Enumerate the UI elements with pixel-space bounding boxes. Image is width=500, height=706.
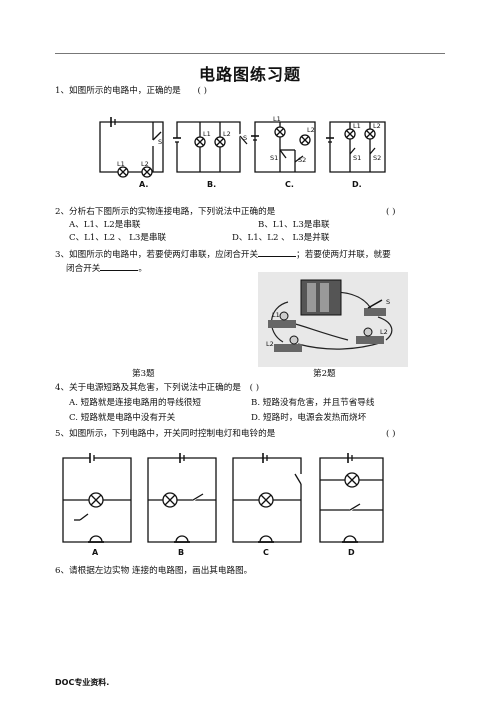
svg-text:L2: L2: [266, 340, 274, 348]
figure-3-caption: 第3题: [132, 369, 155, 379]
svg-text:S: S: [243, 134, 247, 142]
svg-text:A.: A.: [139, 180, 148, 189]
question-5-text: 5、如图所示，下列电路中，开关同时控制电灯和电铃的是: [55, 429, 276, 439]
question-3-line-2: 闭合开关 。: [66, 262, 147, 275]
svg-text:C: C: [263, 548, 269, 557]
physical-circuit-photo: L1 L2 L2 S: [258, 272, 408, 367]
svg-text:S1: S1: [353, 154, 361, 162]
q4-option-d: D. 短路时，电源会发热而烧坏: [251, 413, 367, 423]
question-2-text: 2、分析右下图所示的实物连接电路，下列说法中正确的是: [55, 207, 276, 217]
question-3-line-1: 3、如图所示的电路中，若要使两灯串联，应闭合开关 ；若要使两灯并联，就要: [55, 248, 391, 261]
question-2: 2、分析右下图所示的实物连接电路，下列说法中正确的是: [55, 207, 275, 218]
question-1: 1、如图所示的电路中，正确的是 ( ): [55, 86, 207, 97]
q5-circuit-d: [319, 453, 384, 543]
svg-text:B.: B.: [207, 180, 216, 189]
circuit-b: [173, 121, 248, 173]
q3-text-c: 闭合开关: [66, 264, 101, 274]
circuit-d: [326, 121, 386, 173]
question-1-paren: ( ): [197, 86, 207, 96]
question-4-paren: ( ): [249, 383, 260, 393]
svg-text:S1: S1: [270, 154, 278, 162]
svg-text:L2: L2: [307, 126, 315, 134]
q1-circuit-figure: S L1 L2 L1 L2 S L1 L2 S1 S2 L1 L2 S1 S2 …: [99, 115, 386, 189]
svg-text:L2: L2: [223, 130, 231, 138]
svg-text:L2: L2: [141, 160, 149, 168]
q3-blank-parallel[interactable]: [100, 262, 139, 271]
q3-text-a: 3、如图所示的电路中，若要使两灯串联，应闭合开关: [55, 250, 259, 260]
q2-option-c: C、L1、L2 、 L3是串联: [69, 233, 167, 243]
q5-circuit-c: [232, 453, 303, 543]
q3-text-b: ；若要使两灯并联，就要: [296, 250, 391, 260]
question-5-paren: ( ): [386, 429, 396, 439]
svg-text:S2: S2: [373, 154, 381, 162]
figure-2-caption: 第2题: [313, 369, 336, 379]
q2-option-b: B、L1、L3是串联: [258, 220, 330, 230]
svg-text:L2: L2: [380, 328, 388, 336]
question-5: 5、如图所示，下列电路中，开关同时控制电灯和电铃的是: [55, 429, 275, 440]
svg-text:S: S: [386, 298, 390, 306]
q4-option-c: C. 短路就是电路中没有开关: [69, 413, 176, 423]
q2-option-d: D、L1、L2 、 L3是并联: [232, 233, 330, 243]
svg-text:S: S: [158, 138, 162, 146]
circuit-a: [99, 117, 164, 178]
q4-option-b: B. 短路没有危害，并且节省导线: [251, 398, 375, 408]
q5-circuit-figure: A B C D: [62, 453, 384, 557]
question-4: 4、关于电源短路及其危害，下列说法中正确的是 ( ): [55, 383, 259, 394]
svg-text:L1: L1: [272, 311, 280, 319]
circuit-c: [251, 121, 316, 173]
svg-text:L2: L2: [373, 122, 381, 130]
svg-text:S2: S2: [298, 156, 306, 164]
svg-text:L1: L1: [117, 160, 125, 168]
svg-text:A: A: [92, 548, 99, 557]
question-4-text: 4、关于电源短路及其危害，下列说法中正确的是: [55, 383, 241, 393]
svg-text:L1: L1: [353, 122, 361, 130]
question-6: 6、请根据左边实物 连接的电路图，画出其电路图。: [55, 566, 253, 576]
q3-blank-series[interactable]: [258, 248, 297, 257]
svg-text:L1: L1: [203, 130, 211, 138]
q2-option-a: A、L1、L2是串联: [69, 220, 141, 230]
q3-text-d: 。: [138, 264, 147, 274]
question-2-paren: ( ): [386, 207, 396, 217]
svg-text:L1: L1: [273, 115, 281, 123]
footer-text: DOC专业资料.: [55, 678, 110, 687]
svg-text:D: D: [348, 548, 355, 557]
top-rule: [55, 53, 445, 54]
question-1-text: 1、如图所示的电路中，正确的是: [55, 86, 181, 96]
svg-text:D.: D.: [352, 180, 362, 189]
page-title: 电路图练习题: [198, 65, 301, 84]
svg-text:C.: C.: [285, 180, 294, 189]
q4-option-a: A. 短路就是连接电路用的导线很短: [69, 398, 201, 408]
q5-circuit-a: [62, 453, 132, 543]
q5-circuit-b: [147, 453, 217, 543]
svg-text:B: B: [178, 548, 184, 557]
